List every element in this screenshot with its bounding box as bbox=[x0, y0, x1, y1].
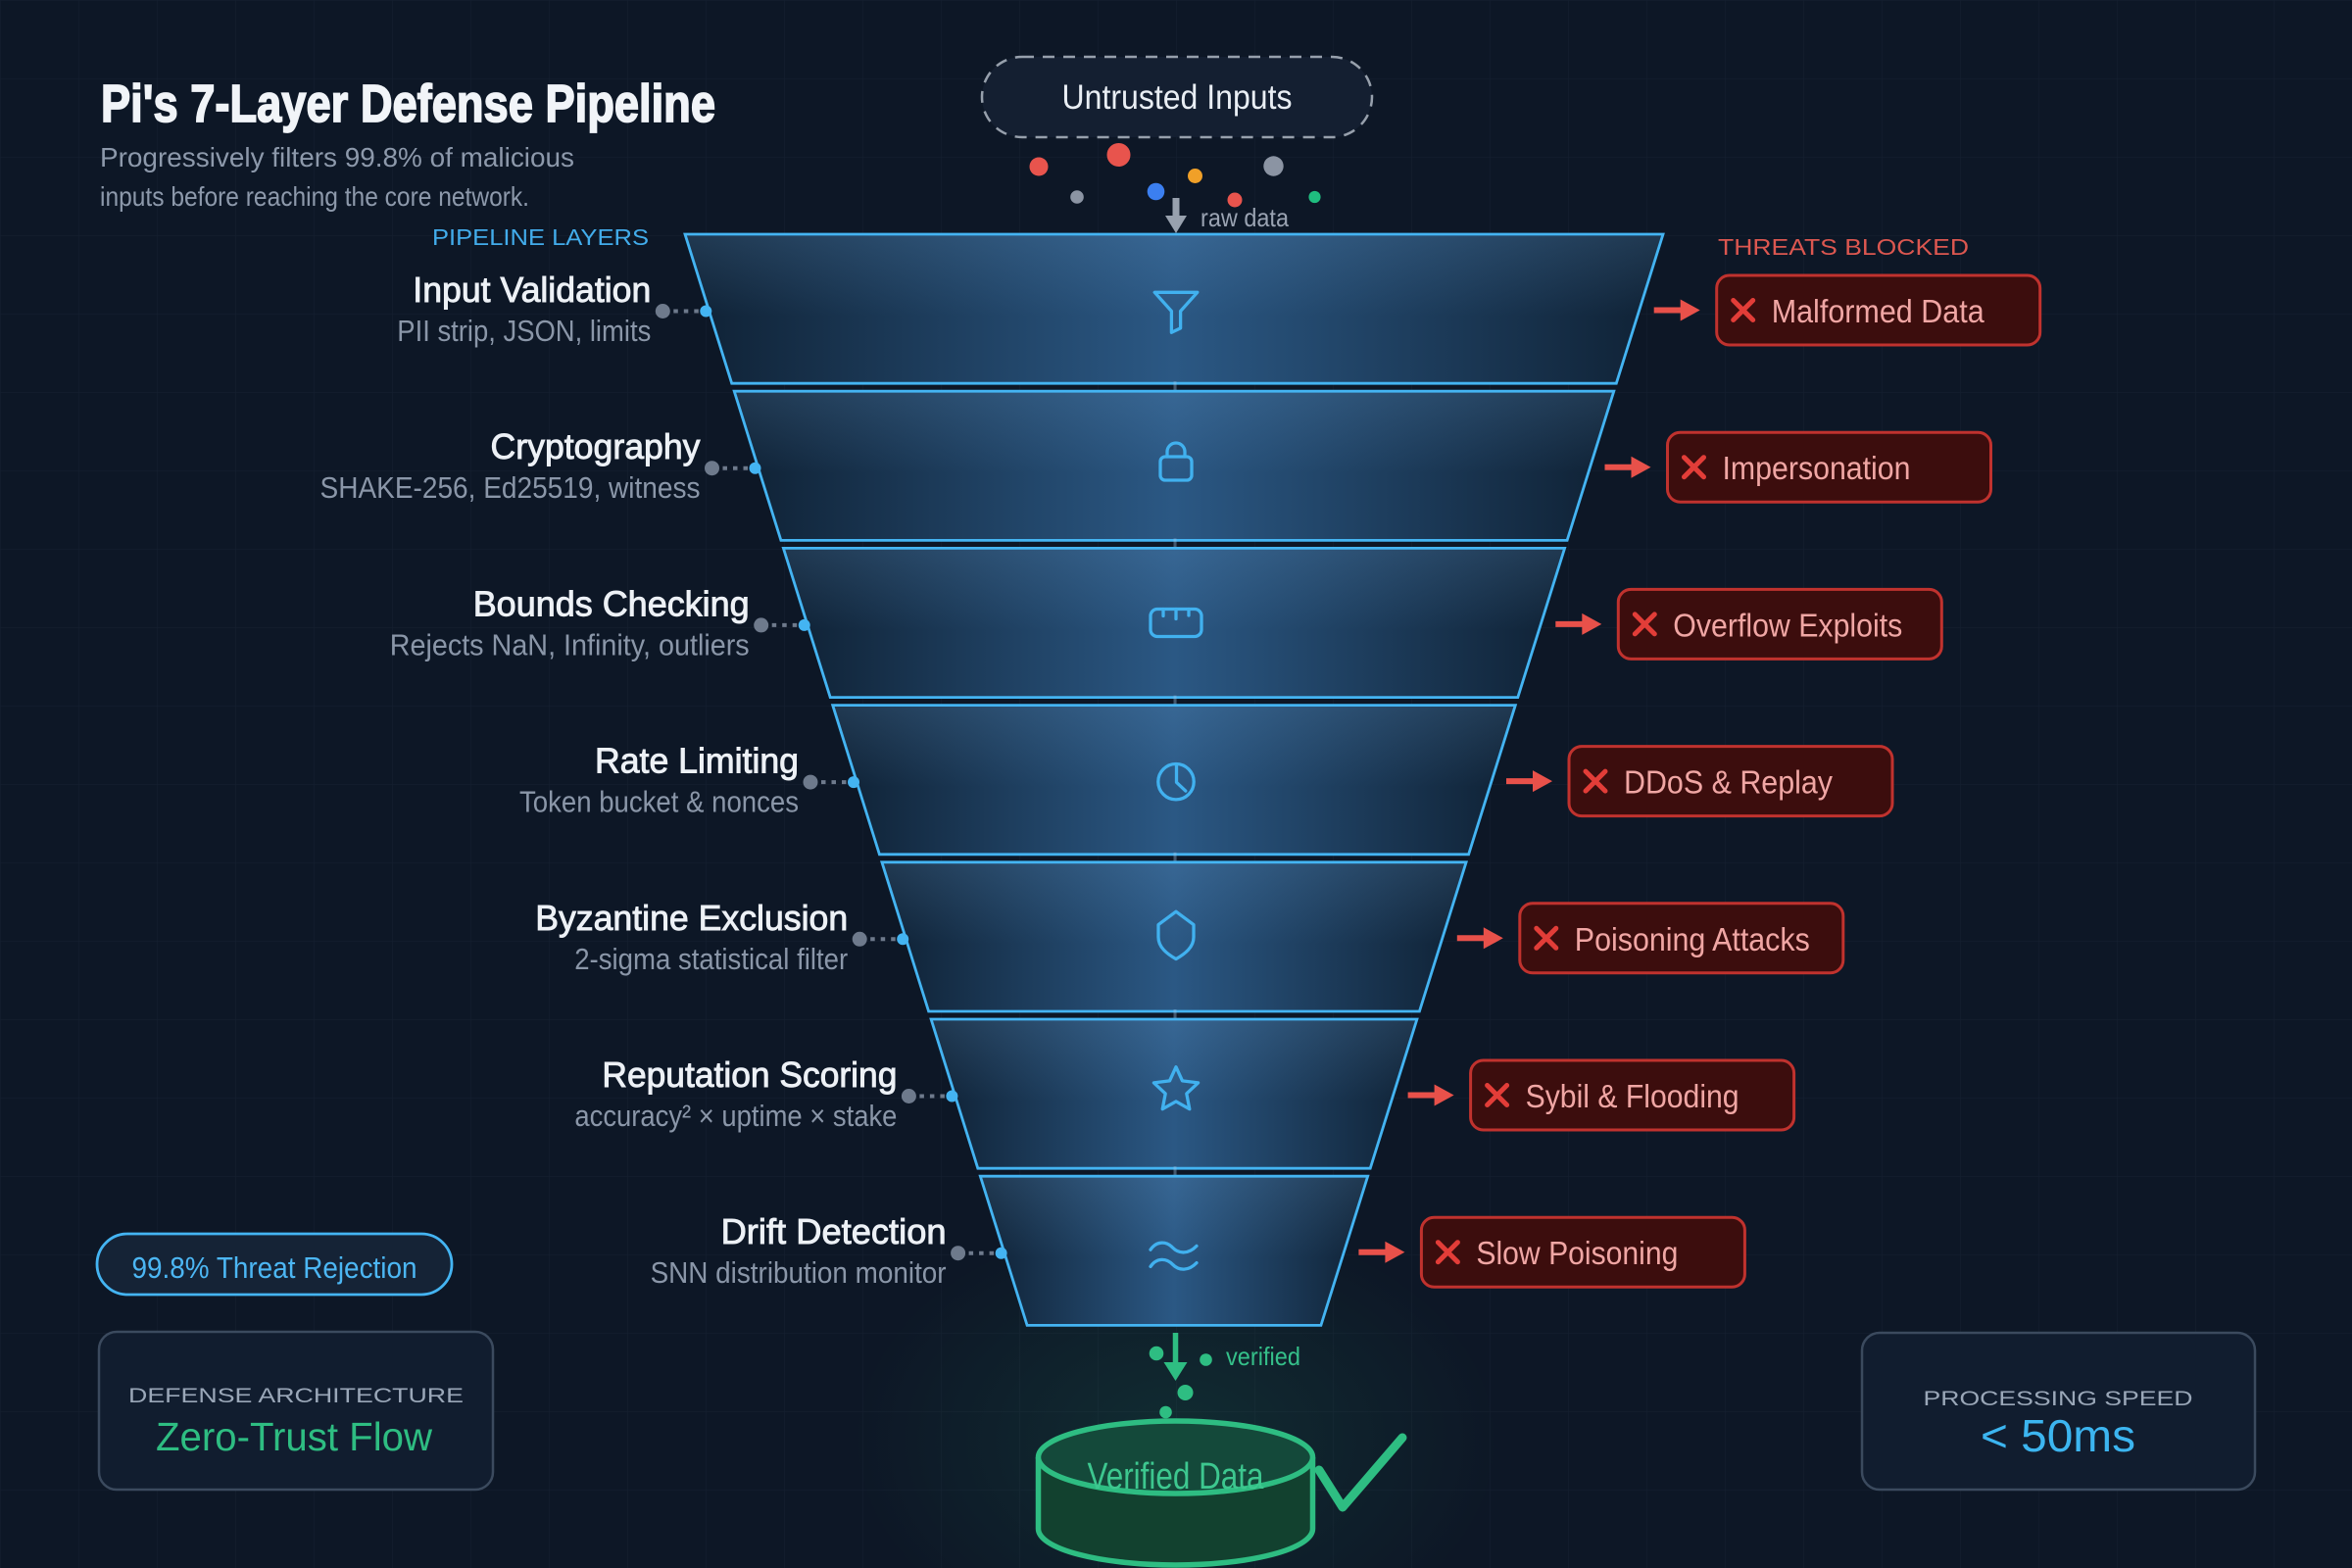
svg-text:Progressively filters 99.8% of: Progressively filters 99.8% of malicious bbox=[100, 142, 574, 172]
svg-text:Rate Limiting: Rate Limiting bbox=[595, 741, 799, 781]
svg-text:Malformed Data: Malformed Data bbox=[1772, 293, 1985, 329]
svg-text:Cryptography: Cryptography bbox=[491, 426, 701, 466]
svg-text:2-sigma statistical filter: 2-sigma statistical filter bbox=[574, 942, 848, 976]
svg-text:SNN distribution monitor: SNN distribution monitor bbox=[651, 1255, 947, 1290]
svg-text:PROCESSING SPEED: PROCESSING SPEED bbox=[1924, 1388, 2193, 1410]
svg-text:Token bucket & nonces: Token bucket & nonces bbox=[519, 785, 799, 819]
svg-text:DEFENSE ARCHITECTURE: DEFENSE ARCHITECTURE bbox=[128, 1385, 464, 1407]
svg-text:THREATS BLOCKED: THREATS BLOCKED bbox=[1718, 234, 1969, 260]
svg-text:Bounds Checking: Bounds Checking bbox=[473, 583, 750, 623]
svg-text:Rejects NaN, Infinity, outlier: Rejects NaN, Infinity, outliers bbox=[390, 627, 750, 662]
svg-text:Poisoning Attacks: Poisoning Attacks bbox=[1575, 921, 1810, 957]
svg-text:Verified Data: Verified Data bbox=[1088, 1456, 1265, 1497]
svg-text:Input Validation: Input Validation bbox=[413, 270, 651, 310]
svg-text:SHAKE-256, Ed25519, witness: SHAKE-256, Ed25519, witness bbox=[320, 470, 701, 505]
svg-text:PII strip, JSON, limits: PII strip, JSON, limits bbox=[397, 314, 651, 348]
svg-text:raw data: raw data bbox=[1200, 203, 1289, 232]
svg-text:Slow Poisoning: Slow Poisoning bbox=[1476, 1235, 1678, 1271]
svg-text:Zero-Trust Flow: Zero-Trust Flow bbox=[156, 1414, 432, 1459]
svg-text:Untrusted Inputs: Untrusted Inputs bbox=[1062, 78, 1293, 117]
svg-text:verified: verified bbox=[1226, 1342, 1300, 1371]
svg-text:99.8% Threat Rejection: 99.8% Threat Rejection bbox=[132, 1250, 417, 1285]
svg-text:Drift Detection: Drift Detection bbox=[721, 1211, 947, 1251]
svg-text:Impersonation: Impersonation bbox=[1723, 450, 1911, 486]
svg-text:PIPELINE LAYERS: PIPELINE LAYERS bbox=[432, 224, 649, 250]
svg-text:inputs before reaching the cor: inputs before reaching the core network. bbox=[100, 181, 529, 212]
svg-text:Sybil & Flooding: Sybil & Flooding bbox=[1526, 1078, 1740, 1114]
svg-text:Pi's 7-Layer Defense Pipeline: Pi's 7-Layer Defense Pipeline bbox=[101, 74, 715, 133]
svg-text:accuracy² × uptime × stake: accuracy² × uptime × stake bbox=[574, 1099, 897, 1133]
svg-text:Reputation Scoring: Reputation Scoring bbox=[602, 1054, 897, 1095]
svg-text:< 50ms: < 50ms bbox=[1981, 1410, 2135, 1461]
svg-text:Byzantine Exclusion: Byzantine Exclusion bbox=[535, 898, 848, 938]
svg-text:Overflow Exploits: Overflow Exploits bbox=[1673, 607, 1902, 643]
svg-text:DDoS & Replay: DDoS & Replay bbox=[1624, 764, 1833, 801]
